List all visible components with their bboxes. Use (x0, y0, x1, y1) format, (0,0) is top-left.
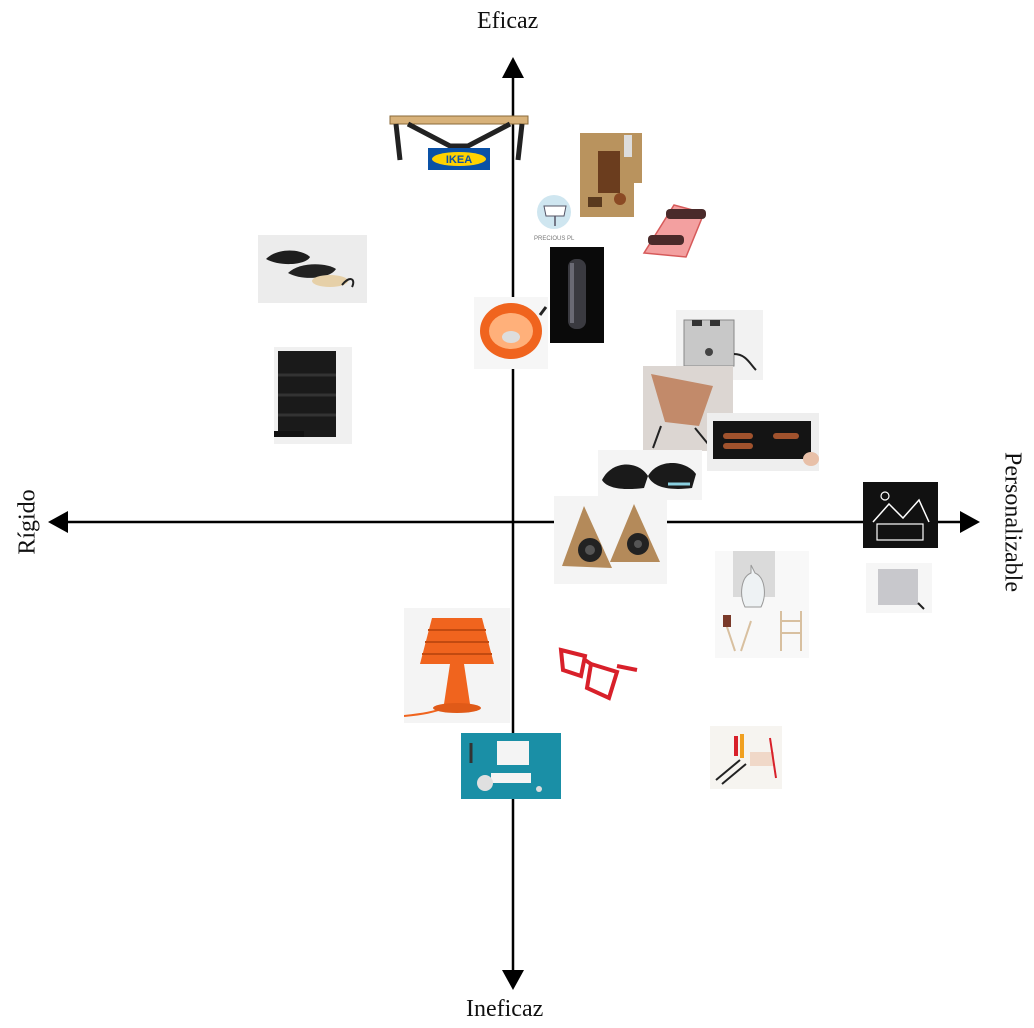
orange-lamp-image (404, 608, 510, 723)
black-slippers-image (598, 450, 702, 500)
red-glasses-image (557, 646, 639, 704)
knife-case-image (707, 413, 819, 471)
bottom-arrowhead (502, 970, 524, 990)
black-shoes-image (258, 235, 367, 303)
axis-label-top: Eficaz (477, 8, 539, 34)
left-arrowhead (48, 511, 68, 533)
teal-kit-image (461, 733, 561, 799)
speakers-image (554, 496, 667, 584)
axis-label-right: Personalizable (999, 452, 1026, 592)
axis-label-left: Rígido (14, 489, 41, 555)
wood-tool-kit-image (580, 133, 642, 217)
precious-plastic-caption: PRECIOUS PL (534, 236, 575, 242)
copper-chair-image (643, 366, 733, 451)
pink-device-image (634, 183, 716, 263)
glass-lamp-image (715, 551, 809, 658)
precious-plastic-image: PRECIOUS PL (530, 190, 582, 248)
axis-label-bottom: Ineficaz (466, 996, 544, 1022)
ikea-table-image: IKEA (388, 112, 530, 174)
ikea-logo-text: IKEA (446, 154, 472, 166)
white-cube-image (866, 563, 932, 613)
black-vest-image (274, 347, 352, 444)
right-arrowhead (960, 511, 980, 533)
black-cylinder-image (550, 247, 604, 343)
chalkboard-image (863, 482, 938, 548)
orange-colander-image (474, 297, 548, 369)
craft-materials-image (710, 726, 782, 789)
top-arrowhead (502, 57, 524, 78)
